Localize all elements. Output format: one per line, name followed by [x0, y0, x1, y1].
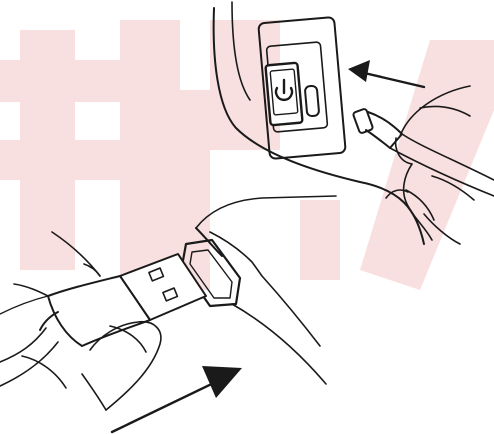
micro-usb-port	[304, 84, 320, 118]
device-edge-inner	[231, 1, 251, 101]
insert-arrow-bottom	[110, 366, 242, 434]
bottom-device-panel	[0, 195, 337, 434]
top-device-panel	[212, 1, 494, 245]
power-icon	[274, 78, 294, 101]
micro-usb-plug	[352, 108, 494, 197]
device-edge	[212, 7, 425, 245]
insert-arrow-top	[348, 60, 426, 89]
hand-bottom	[13, 231, 162, 411]
hand-top	[385, 85, 475, 245]
powerbank-corner	[195, 227, 223, 257]
power-button	[264, 61, 304, 127]
powerbank-bottom-edge	[231, 303, 327, 385]
powerbank-top-edge	[195, 195, 337, 229]
watermark-logo	[0, 20, 494, 310]
usb-a-plug	[0, 253, 207, 387]
button-plate	[257, 16, 347, 160]
